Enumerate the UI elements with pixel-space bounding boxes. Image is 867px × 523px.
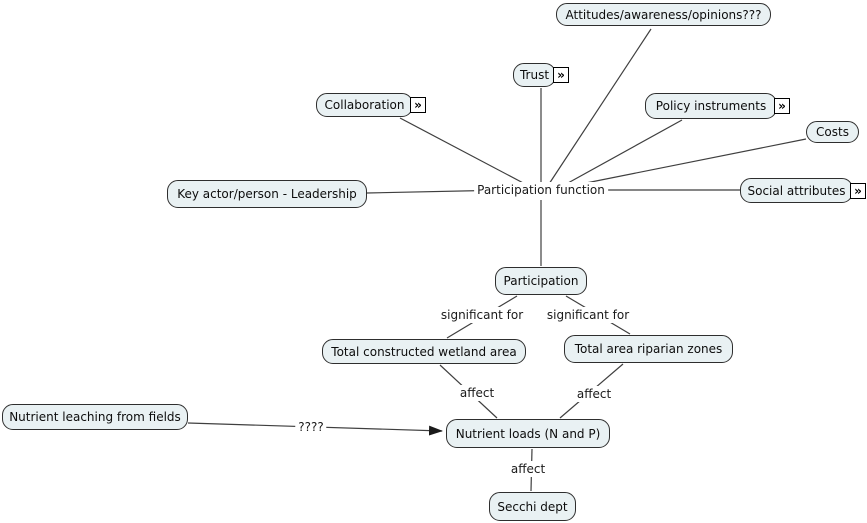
node-label: Policy instruments: [655, 99, 767, 113]
expand-icon[interactable]: »: [850, 182, 866, 199]
node-label: Trust: [519, 68, 550, 82]
concept-node-riparian-zones[interactable]: Total area riparian zones: [564, 335, 733, 363]
link-label-significant-for-right[interactable]: significant for: [543, 307, 633, 323]
expand-icon[interactable]: »: [410, 97, 426, 113]
concept-node-trust[interactable]: Trust »: [513, 63, 569, 87]
concept-node-secchi-dept[interactable]: Secchi dept: [489, 492, 576, 521]
link-label-significant-for-left[interactable]: significant for: [437, 307, 527, 323]
expand-icon[interactable]: »: [774, 98, 790, 114]
connector-costs-function: [585, 138, 807, 184]
concept-node-attitudes[interactable]: Attitudes/awareness/opinions???: [556, 3, 771, 26]
link-label-affect-bottom[interactable]: affect: [507, 461, 549, 477]
node-label: Total constructed wetland area: [331, 344, 517, 359]
node-label: Collaboration: [324, 98, 405, 112]
node-label: Total area riparian zones: [574, 342, 723, 356]
node-label: Nutrient loads (N and P): [455, 426, 601, 441]
link-label-affect-right[interactable]: affect: [573, 386, 615, 402]
node-label: Attitudes/awareness/opinions???: [565, 7, 762, 22]
connector-collaboration-function: [399, 117, 528, 186]
link-label-unknown-effect[interactable]: ????: [295, 419, 327, 435]
concept-node-collaboration[interactable]: Collaboration »: [316, 93, 426, 117]
node-label: Secchi dept: [497, 499, 568, 514]
concept-node-key-actor[interactable]: Key actor/person - Leadership: [167, 180, 367, 208]
concept-node-participation[interactable]: Participation: [495, 267, 587, 295]
expand-icon[interactable]: »: [553, 67, 569, 83]
node-label: Key actor/person - Leadership: [177, 187, 357, 201]
connector-attitudes-function: [548, 28, 652, 185]
node-label: Participation: [503, 274, 579, 288]
concept-node-costs[interactable]: Costs: [806, 121, 859, 143]
node-label: Social attributes: [747, 183, 846, 198]
connector-policy-function: [567, 119, 683, 184]
concept-node-policy-instruments[interactable]: Policy instruments »: [645, 93, 790, 119]
node-label: Costs: [816, 125, 849, 139]
concept-node-wetland-area[interactable]: Total constructed wetland area: [322, 339, 526, 364]
concept-node-nutrient-leaching[interactable]: Nutrient leaching from fields: [2, 404, 188, 430]
link-label-affect-left[interactable]: affect: [456, 385, 498, 401]
concept-node-social-attributes[interactable]: Social attributes »: [740, 178, 866, 203]
node-label: Nutrient leaching from fields: [9, 410, 181, 424]
link-label-participation-function[interactable]: Participation function: [474, 182, 608, 198]
concept-node-nutrient-loads[interactable]: Nutrient loads (N and P): [446, 419, 610, 448]
